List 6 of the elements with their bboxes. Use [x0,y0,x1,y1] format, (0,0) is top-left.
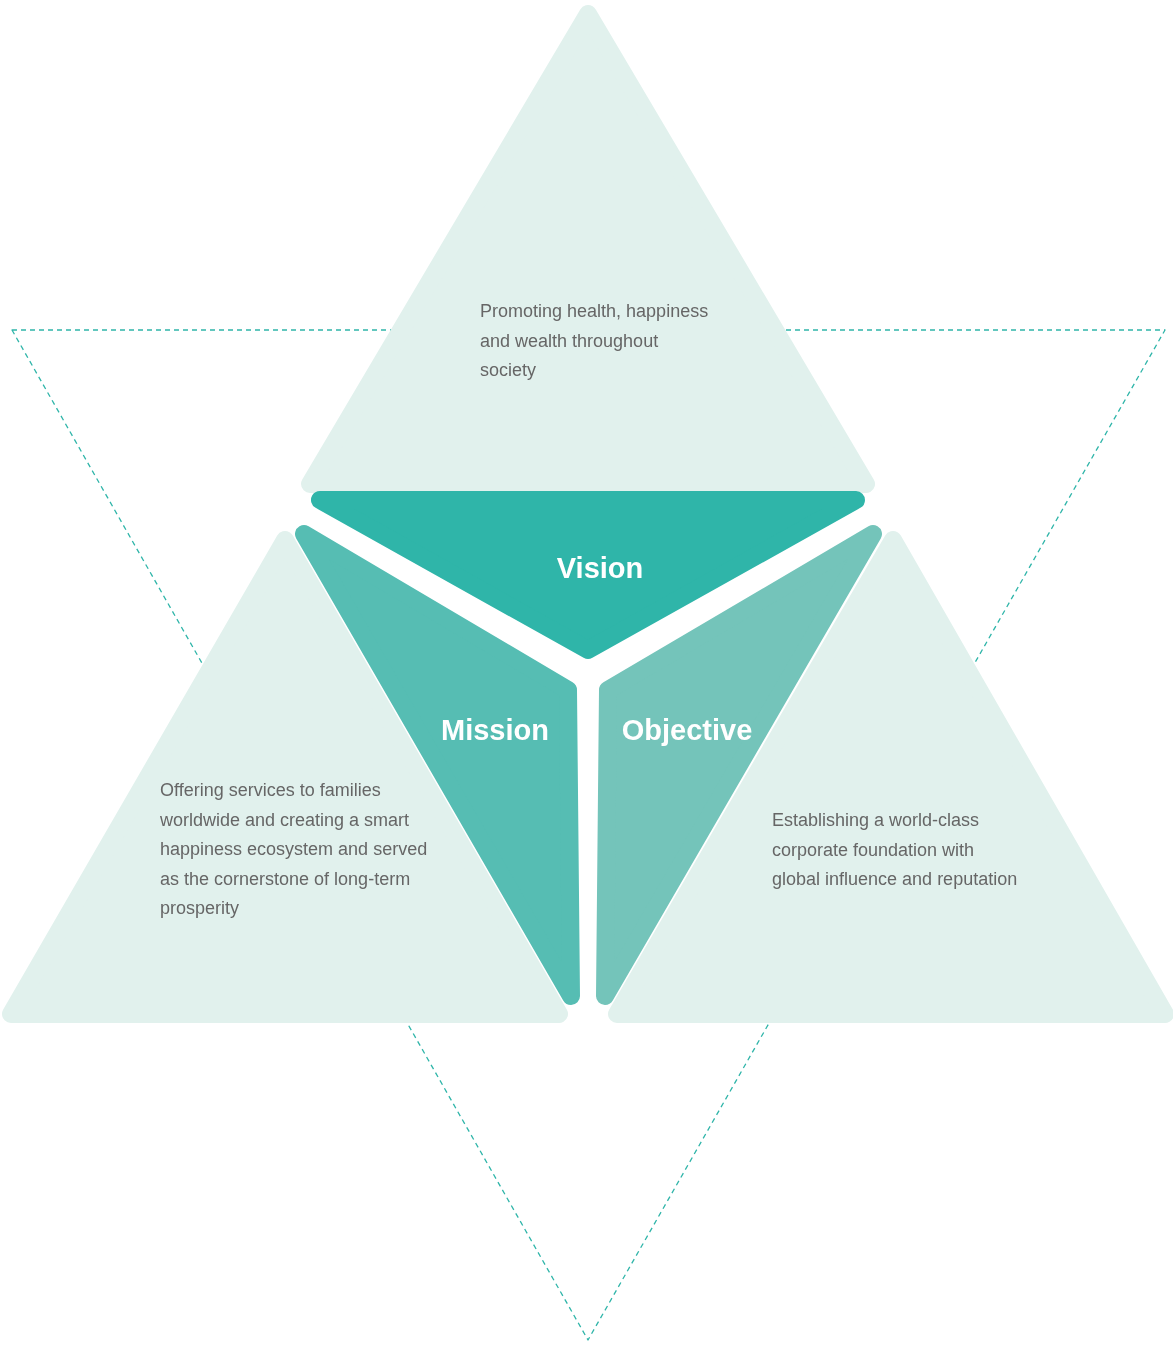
section-title: Objective [620,713,754,748]
description-text: Promoting health, happiness and wealth throughout society [480,300,710,382]
description-text: Establishing a world-class corporate foundation with global influence and reputation [772,809,1019,891]
section-title: Mission [440,713,550,748]
section-title: Vision [555,551,645,586]
description-text: Offering services to families worldwide and creating a smart happiness ecosystem and served as the cornerstone of long-term prosperity [160,779,429,920]
